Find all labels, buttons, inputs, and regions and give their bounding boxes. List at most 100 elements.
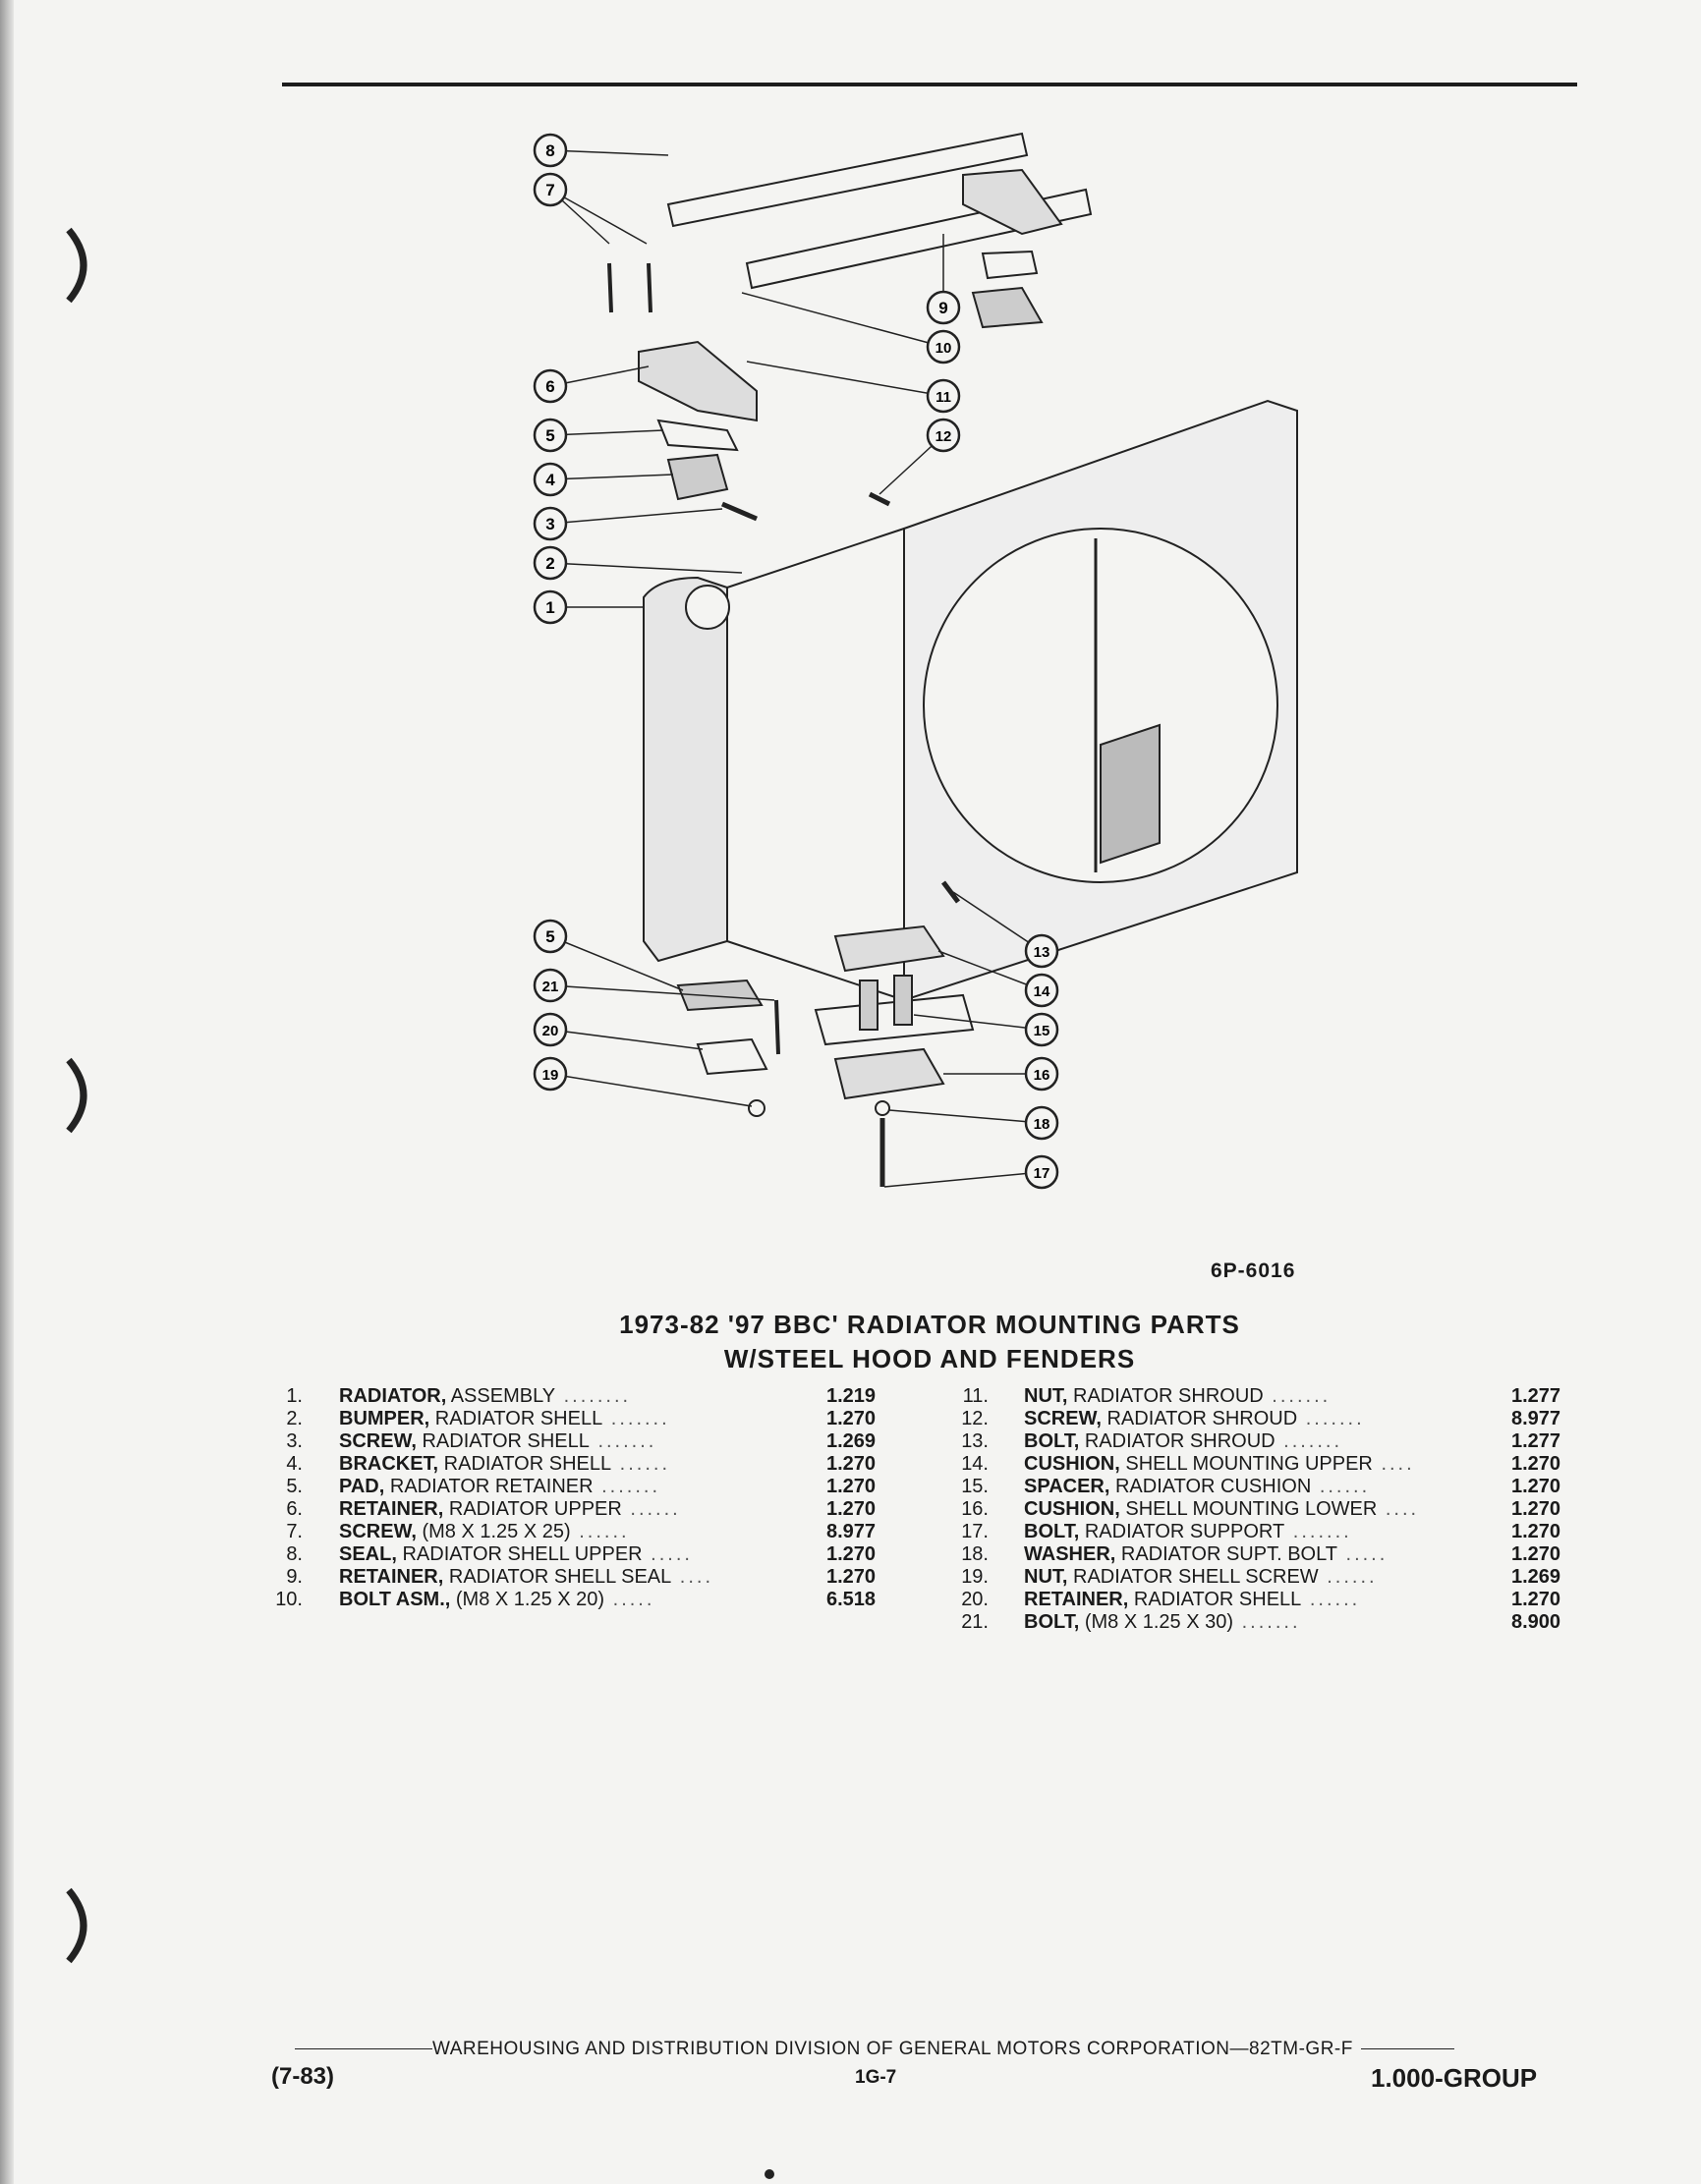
part-modifier: RADIATOR RETAINER: [384, 1476, 594, 1497]
leader-dots: ......: [1311, 1476, 1371, 1497]
callout-21: 21: [533, 968, 568, 1003]
part-number: 9.: [286, 1566, 303, 1588]
callout-11: 11: [926, 378, 961, 414]
page-title: 1973-82 '97 BBC' RADIATOR MOUNTING PARTS: [619, 1310, 1240, 1339]
part-modifier: (M8 X 1.25 X 20): [450, 1589, 605, 1610]
callout-label: 5: [545, 426, 554, 445]
part-number: 13.: [961, 1430, 989, 1452]
part-modifier: RADIATOR SHROUD: [1101, 1408, 1298, 1429]
part-description: BOLT, RADIATOR SUPPORT .......: [1024, 1521, 1352, 1543]
callout-17: 17: [1024, 1154, 1059, 1190]
leader-dots: ........: [555, 1385, 632, 1407]
right-shell-bracket-part: [971, 286, 1044, 329]
part-description: WASHER, RADIATOR SUPT. BOLT .....: [1024, 1543, 1388, 1566]
part-number: 19.: [961, 1566, 989, 1588]
part-number: 14.: [961, 1453, 989, 1475]
part-noun: BOLT,: [1024, 1521, 1080, 1542]
part-row: 11.NUT, RADIATOR SHROUD .......1.277: [943, 1385, 1582, 1408]
callout-label: 20: [542, 1023, 559, 1039]
shroud-bolt-part: [941, 880, 960, 904]
leader-dots: ......: [621, 1498, 681, 1520]
part-row: 12.SCREW, RADIATOR SHROUD .......8.977: [943, 1408, 1582, 1430]
callout-label: 15: [1034, 1023, 1050, 1039]
lower-retainer-part: [696, 1037, 768, 1076]
part-row: 13.BOLT, RADIATOR SHROUD .......1.277: [943, 1430, 1582, 1453]
upper-retainer-part: [638, 340, 758, 422]
part-group-code: 1.277: [1511, 1385, 1561, 1407]
part-number: 6.: [286, 1498, 303, 1520]
part-modifier: RADIATOR SHELL UPPER: [396, 1543, 643, 1565]
part-number: 7.: [286, 1521, 303, 1542]
part-row: 17.BOLT, RADIATOR SUPPORT .......1.270: [943, 1521, 1582, 1543]
part-description: SCREW, RADIATOR SHROUD .......: [1024, 1408, 1365, 1430]
callout-label: 1: [545, 598, 554, 617]
upper-cushion-part: [833, 924, 945, 973]
part-description: RETAINER, RADIATOR UPPER ......: [339, 1498, 681, 1521]
part-modifier: ASSEMBLY: [446, 1385, 556, 1407]
part-modifier: RADIATOR SHELL: [429, 1408, 603, 1429]
part-row: 1.RADIATOR, ASSEMBLY ........1.219: [265, 1385, 904, 1408]
part-number: 20.: [961, 1589, 989, 1610]
part-row: 5.PAD, RADIATOR RETAINER .......1.270: [265, 1476, 904, 1498]
footer-division-line: WAREHOUSING AND DISTRIBUTION DIVISION OF…: [295, 2039, 1454, 2060]
part-noun: NUT,: [1024, 1385, 1068, 1407]
part-description: BOLT ASM., (M8 X 1.25 X 20) .....: [339, 1589, 654, 1611]
callout-8: 8: [533, 133, 568, 168]
part-modifier: (M8 X 1.25 X 25): [416, 1521, 571, 1542]
part-row: 6.RETAINER, RADIATOR UPPER ......1.270: [265, 1498, 904, 1521]
part-row: 10.BOLT ASM., (M8 X 1.25 X 20) .....6.51…: [265, 1589, 904, 1611]
part-number: 17.: [961, 1521, 989, 1542]
callout-label: 2: [545, 554, 554, 573]
part-number: 5.: [286, 1476, 303, 1497]
callout-label: 18: [1034, 1116, 1050, 1133]
leader-dots: ....: [1377, 1498, 1420, 1520]
retainer-pad-part: [656, 419, 739, 452]
callout-13: 13: [1024, 933, 1059, 969]
leader-dots: ......: [611, 1453, 671, 1475]
part-modifier: RADIATOR SUPPORT: [1079, 1521, 1285, 1542]
part-description: RETAINER, RADIATOR SHELL ......: [1024, 1589, 1360, 1611]
part-noun: PAD,: [339, 1476, 385, 1497]
part-row: 8.SEAL, RADIATOR SHELL UPPER .....1.270: [265, 1543, 904, 1566]
part-group-code: 8.900: [1511, 1611, 1561, 1633]
part-group-code: 1.270: [826, 1476, 877, 1497]
cushion-spacer-part: [814, 993, 975, 1046]
binder-hole-mark: [66, 1057, 87, 1134]
figure-code: 6P-6016: [1211, 1260, 1296, 1282]
part-number: 4.: [286, 1453, 303, 1475]
callout-label: 7: [545, 181, 554, 199]
part-noun: RETAINER,: [339, 1566, 444, 1588]
part-row: 7.SCREW, (M8 X 1.25 X 25) ......8.977: [265, 1521, 904, 1543]
part-noun: CUSHION,: [1024, 1453, 1120, 1475]
seal-retainer-part: [745, 188, 1093, 290]
part-group-code: 6.518: [826, 1589, 877, 1610]
part-group-code: 1.277: [1511, 1430, 1561, 1452]
part-number: 18.: [961, 1543, 989, 1565]
part-number: 8.: [286, 1543, 303, 1565]
shell-nut-part: [748, 1099, 765, 1117]
part-number: 16.: [961, 1498, 989, 1520]
part-description: CUSHION, SHELL MOUNTING UPPER ....: [1024, 1453, 1415, 1476]
callout-label: 21: [542, 979, 559, 995]
part-group-code: 1.269: [1511, 1566, 1561, 1588]
part-noun: BUMPER,: [339, 1408, 430, 1429]
part-noun: SCREW,: [339, 1521, 417, 1542]
footer-date: (7-83): [271, 2063, 335, 2090]
callout-label: 14: [1034, 983, 1050, 1000]
part-modifier: RADIATOR SHELL SEAL: [443, 1566, 672, 1588]
part-group-code: 8.977: [1511, 1408, 1561, 1429]
upper-seal-part: [666, 132, 1029, 228]
callout-10: 10: [926, 329, 961, 364]
callout-label: 19: [542, 1067, 559, 1084]
leader-dots: ....: [671, 1566, 714, 1588]
leader-dots: .....: [604, 1589, 655, 1610]
radiator-inlet-neck: [685, 585, 730, 630]
part-group-code: 1.270: [1511, 1589, 1561, 1610]
part-noun: NUT,: [1024, 1566, 1068, 1588]
part-modifier: RADIATOR SHELL: [416, 1430, 590, 1452]
callout-label: 11: [936, 389, 951, 406]
part-group-code: 1.270: [1511, 1543, 1561, 1565]
